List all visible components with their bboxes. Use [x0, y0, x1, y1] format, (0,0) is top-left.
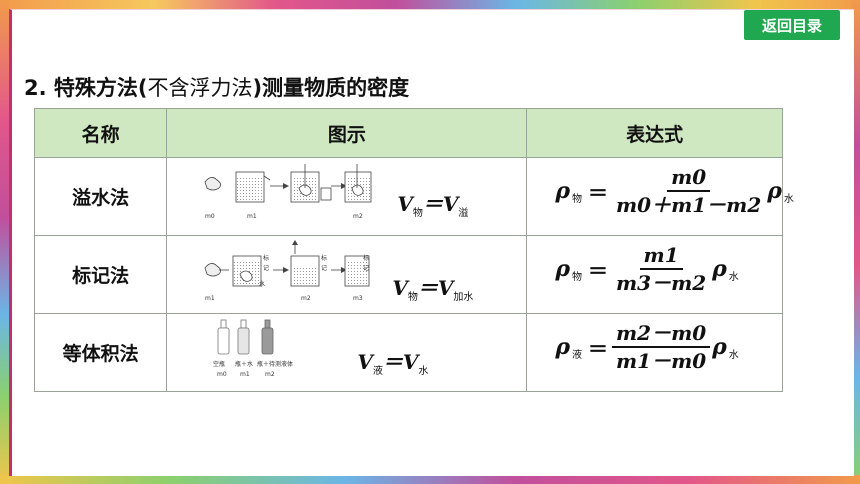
section-heading: 2. 特殊方法(不含浮力法)测量物质的密度	[24, 72, 409, 102]
frame-left	[0, 0, 9, 484]
method-name: 溢水法	[33, 157, 168, 236]
overflow-method-diagram: m0 m1 m2	[204, 164, 372, 220]
svg-text:记: 记	[263, 265, 269, 272]
svg-text:标: 标	[363, 254, 369, 262]
header-name: 名称	[33, 108, 168, 158]
marking-method-diagram: 标 记 水 标 记 标 记	[204, 240, 370, 302]
heading-suffix: )测量物质的密度	[252, 76, 410, 100]
method-name: 等体积法	[33, 313, 168, 392]
mass-label: m2	[353, 213, 363, 220]
header-diagram: 图示	[166, 108, 528, 158]
frame-right	[851, 0, 860, 484]
diagram-cell: m0 m1 m2 V物＝V溢	[166, 157, 528, 236]
method-name: 标记法	[33, 235, 168, 314]
frame-top	[0, 0, 860, 9]
equal-volume-diagram: 空瓶 瓶＋水 瓶＋待测液体 m0 m1 m2	[213, 319, 293, 378]
svg-text:水: 水	[259, 280, 265, 288]
table-row: 等体积法 空瓶 瓶＋水 瓶＋待测液体 m0 m1 m2	[33, 313, 783, 392]
mass-label: m1	[247, 213, 257, 220]
table-row: 标记法 标 记 水 标	[33, 235, 783, 314]
density-methods-table: 名称 图示 表达式 溢水法	[33, 108, 794, 392]
svg-text:记: 记	[321, 265, 327, 272]
volume-equation: V物＝V溢	[397, 192, 469, 219]
svg-text:标: 标	[321, 254, 327, 262]
mass-label: m2	[301, 295, 311, 302]
mass-label: m0	[205, 213, 215, 220]
mass-label: m1	[205, 295, 215, 302]
diagram-cell: 空瓶 瓶＋水 瓶＋待测液体 m0 m1 m2 V液＝V水	[166, 313, 528, 392]
mass-label: m3	[353, 295, 363, 302]
volume-equation: V物＝V加水	[392, 276, 474, 303]
volume-equation: V液＝V水	[357, 350, 429, 377]
svg-text:记: 记	[363, 265, 369, 272]
svg-text:瓶＋待测液体: 瓶＋待测液体	[257, 360, 293, 368]
header-expression: 表达式	[526, 108, 783, 158]
svg-text:瓶＋水: 瓶＋水	[235, 360, 253, 368]
mass-label: m0	[217, 371, 227, 378]
mass-label: m1	[240, 371, 250, 378]
svg-text:空瓶: 空瓶	[213, 360, 225, 368]
frame-bottom	[0, 475, 860, 484]
svg-text:标: 标	[263, 254, 269, 262]
mass-label: m2	[265, 371, 275, 378]
table-row: 溢水法	[33, 157, 794, 236]
heading-prefix: 2. 特殊方法(	[24, 76, 148, 100]
diagram-cell: 标 记 水 标 记 标 记	[166, 235, 528, 314]
back-to-contents-button[interactable]: 返回目录	[744, 10, 840, 40]
table-header-row: 名称 图示 表达式	[33, 108, 783, 158]
heading-paren: 不含浮力法	[147, 76, 253, 100]
